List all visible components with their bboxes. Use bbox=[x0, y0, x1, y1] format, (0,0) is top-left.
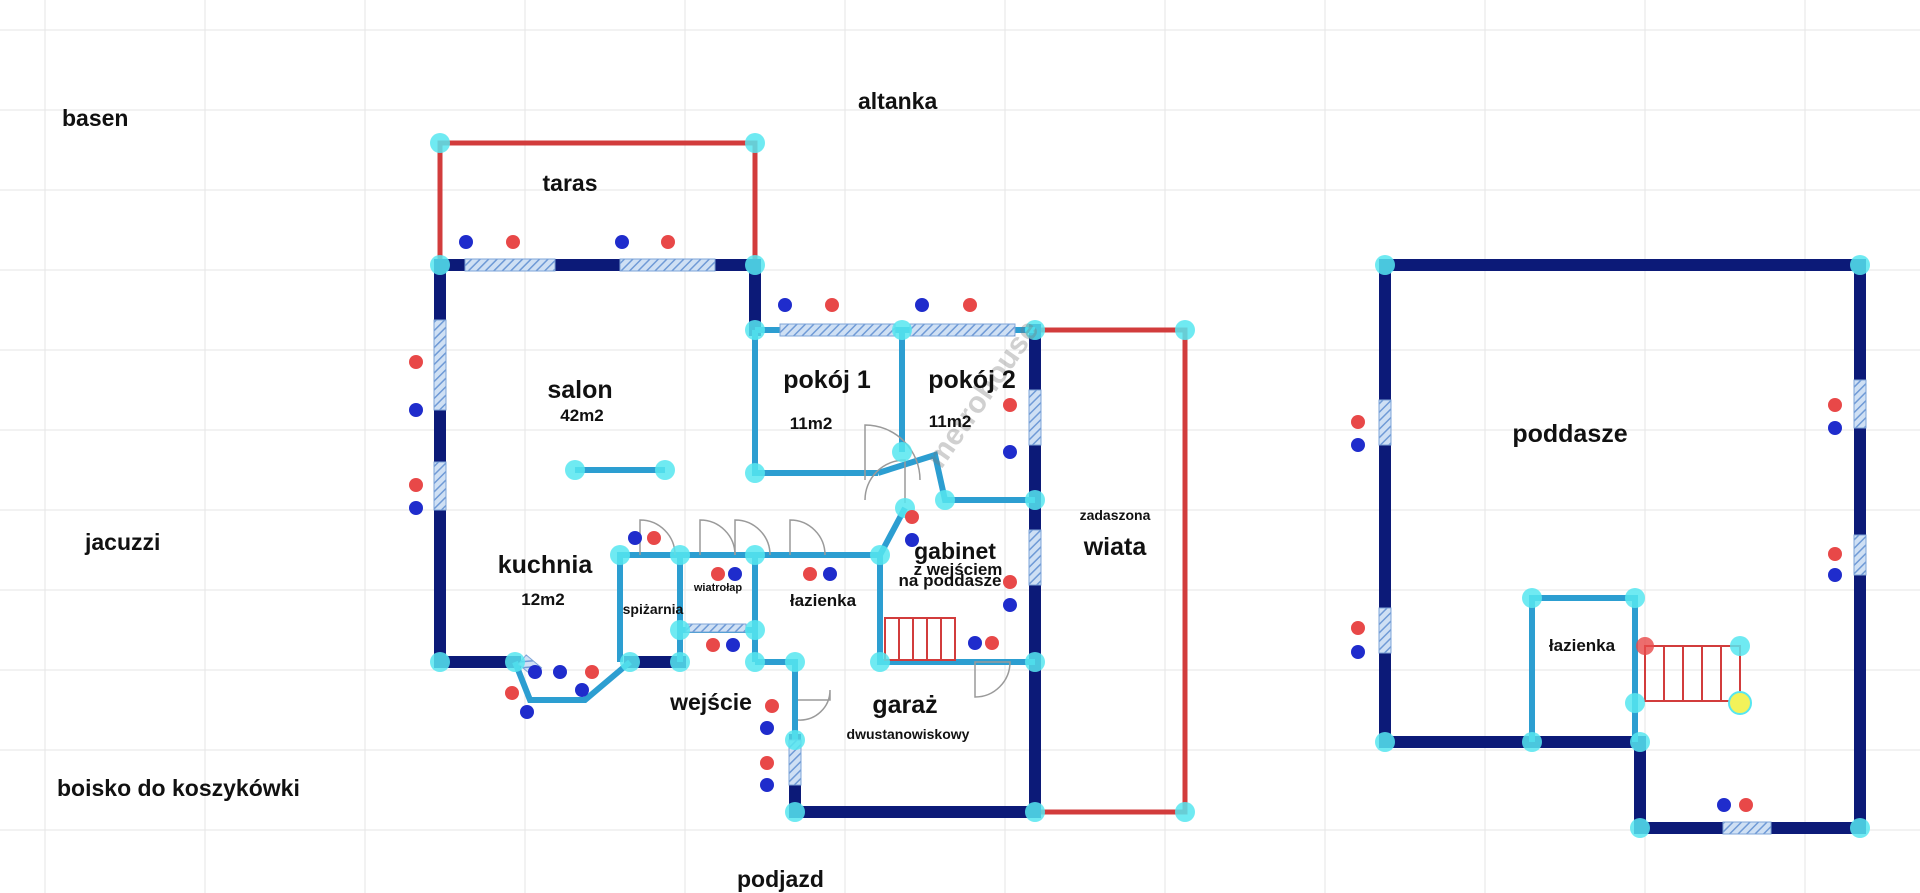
stair-node-red bbox=[1636, 637, 1654, 655]
sockets-blue bbox=[409, 235, 1842, 812]
open-structure-walls bbox=[437, 140, 1188, 815]
windows bbox=[433, 258, 1867, 835]
stair-node-highlight bbox=[1728, 691, 1752, 715]
interior-walls bbox=[512, 327, 1638, 742]
wall-nodes bbox=[430, 133, 1870, 838]
stairs-attic bbox=[1644, 645, 1741, 702]
sockets-red bbox=[409, 235, 1842, 812]
stairs-ground-floor bbox=[884, 617, 956, 661]
